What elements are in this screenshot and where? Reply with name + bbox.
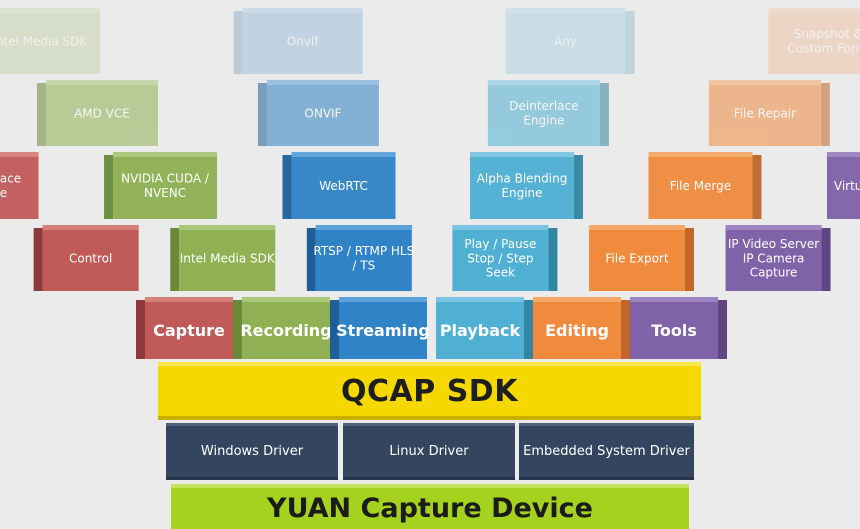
feature-label: File Merge — [670, 179, 731, 193]
feature-label: Snapshot &Custom Fonts — [787, 27, 860, 55]
feature-label: RTSP / RTMP HLS/ TS — [313, 244, 414, 272]
block-playback-category: Playback — [436, 297, 533, 359]
embedded-driver-block: Embedded System Driver — [519, 423, 694, 480]
block-playback-feature: Any — [505, 8, 635, 74]
feature-label: AMD VCE — [74, 106, 130, 120]
block-tools-feature: Virtual Camera — [826, 152, 860, 219]
feature-label: Intel Media SDK — [180, 251, 276, 265]
column-recording: Intel Media SDK AMD VCE NVIDIA CUDA /NVENC… — [0, 8, 332, 359]
block-recording-category: Recording — [233, 297, 332, 359]
feature-label: File Repair — [734, 106, 796, 120]
block-editing-feature: File Merge — [648, 152, 762, 219]
feature-label: Onvif — [287, 34, 319, 48]
block-streaming-feature: Onvif — [233, 8, 363, 74]
feature-label: WebRTC — [319, 179, 368, 193]
block-tools-category: Tools — [630, 297, 727, 359]
block-recording-feature: Intel Media SDK — [0, 8, 100, 74]
windows-driver-block: Windows Driver — [166, 423, 338, 480]
block-editing-feature: File Repair — [708, 80, 830, 146]
block-streaming-feature: ONVIF — [257, 80, 379, 146]
linux-driver-label: Linux Driver — [389, 444, 469, 459]
column-tools: Multiple ScreenControlCD / DVDBurningVir… — [630, 152, 860, 359]
feature-label: NVIDIA CUDA /NVENC — [121, 172, 210, 200]
feature-label: Virtual Camera — [834, 179, 860, 193]
column-capture: AV StreamCaptureAlpha BlendingEngineDein… — [0, 152, 233, 359]
block-editing-feature: File Export — [588, 225, 694, 291]
feature-label: File Export — [605, 251, 668, 265]
category-label-tools: Tools — [651, 321, 697, 340]
capture-device-bar: YUAN Capture Device — [171, 484, 689, 529]
linux-driver-block: Linux Driver — [343, 423, 515, 480]
block-recording-feature: NVIDIA CUDA /NVENC — [104, 152, 218, 219]
block-editing-category: Editing — [533, 297, 630, 359]
category-label-recording: Recording — [240, 321, 331, 340]
embedded-driver-label: Embedded System Driver — [523, 444, 690, 459]
block-streaming-feature: RTSP / RTMP HLS/ TS — [306, 225, 414, 291]
category-label-capture: Capture — [153, 321, 225, 340]
feature-label: ONVIF — [304, 106, 341, 120]
windows-driver-label: Windows Driver — [200, 444, 304, 459]
block-streaming-category: Streaming — [330, 297, 430, 359]
feature-label: Intel Media SDK — [0, 34, 88, 48]
qcap-sdk-bar: QCAP SDK — [158, 362, 701, 420]
block-recording-feature: Intel Media SDK — [170, 225, 276, 291]
capture-device-label: YUAN Capture Device — [267, 493, 593, 524]
category-label-playback: Playback — [440, 321, 521, 340]
feature-label: Any — [554, 34, 577, 48]
block-capture-feature: Control — [33, 225, 139, 291]
category-label-streaming: Streaming — [336, 321, 430, 340]
qcap-sdk-label: QCAP SDK — [341, 373, 518, 409]
block-recording-feature: AMD VCE — [36, 80, 158, 146]
category-label-editing: Editing — [545, 321, 609, 340]
block-capture-category: Capture — [136, 297, 233, 359]
feature-label: Control — [69, 251, 112, 265]
block-editing-feature: Snapshot &Custom Fonts — [768, 8, 860, 74]
block-streaming-feature: WebRTC — [282, 152, 396, 219]
